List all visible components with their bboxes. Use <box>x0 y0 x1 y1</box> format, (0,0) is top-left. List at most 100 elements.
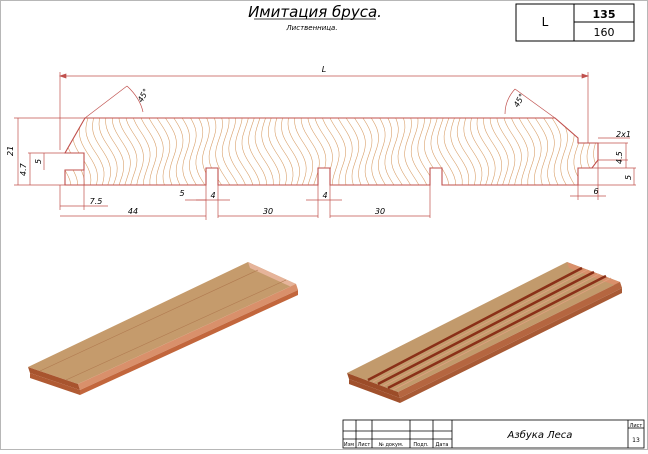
dim-groove-left-depth: 7.5 <box>90 197 103 206</box>
grain-line <box>161 118 177 185</box>
grain-line <box>241 118 261 185</box>
title-col-list: Лист <box>358 442 371 448</box>
grain-line <box>177 118 191 185</box>
grain-line <box>443 118 463 185</box>
grain-line <box>138 118 158 185</box>
grain-line <box>342 118 360 185</box>
dim-length: L <box>322 65 326 74</box>
grain-line <box>287 118 307 185</box>
grain-line <box>593 118 598 185</box>
dim-groove-left-offset: 4.7 <box>19 162 28 176</box>
sheet-number: 13 <box>632 437 640 444</box>
profile-cross-section <box>40 112 625 188</box>
dimension-labels: L 45° 45° 21 4.7 5 7.5 44 5 4 30 4 30 2x… <box>6 65 633 216</box>
drawing-header: Имитация бруса. Лиственница. <box>248 3 382 32</box>
grain-line <box>125 118 144 185</box>
grain-line <box>404 118 421 185</box>
drawing-title: Имитация бруса. <box>248 3 382 21</box>
grain-line <box>600 112 617 188</box>
grain-line <box>131 118 151 185</box>
grain-line <box>547 118 562 185</box>
title-block-labels: Изм Лист № докум. Подп. Дата Азбука Леса… <box>344 423 643 448</box>
grain-line <box>327 118 347 185</box>
dim-tongue-offset: 4.5 <box>615 151 624 164</box>
grain-line <box>208 118 224 185</box>
grain-line <box>375 118 388 185</box>
grain-line <box>300 118 320 185</box>
grain-line <box>153 118 171 185</box>
grain-line <box>358 118 373 185</box>
grain-line <box>456 118 476 185</box>
grain-line <box>261 118 281 185</box>
grain-line <box>194 118 208 185</box>
grain-line <box>489 118 509 185</box>
board-render-plain <box>28 262 298 395</box>
title-col-doc: № докум. <box>379 442 404 448</box>
grain-line <box>437 118 457 185</box>
grain-line <box>390 118 405 185</box>
title-col-izm: Изм <box>344 442 354 448</box>
grain-line <box>221 118 240 185</box>
grain-line <box>169 118 184 185</box>
dim-groove-width-1: 4 <box>210 191 215 200</box>
grain-line <box>334 118 353 185</box>
grain-line <box>523 118 542 185</box>
dim-groove-width-2: 4 <box>322 191 327 200</box>
grain-line <box>118 118 138 185</box>
grain-line <box>98 118 118 185</box>
grain-line <box>248 118 268 185</box>
material-label: Лиственница. <box>285 24 337 32</box>
dim-groove-depth: 5 <box>179 189 184 198</box>
grain-line <box>450 118 470 185</box>
sheet-label: Лист <box>630 423 643 429</box>
dim-tongue-h: 5 <box>624 175 633 180</box>
grain-line <box>85 118 105 185</box>
grain-line <box>254 118 274 185</box>
grain-line <box>228 118 247 185</box>
grain-line <box>274 118 294 185</box>
grain-line <box>366 118 380 185</box>
size-table-param: L <box>542 15 549 29</box>
dim-height-total: 21 <box>6 146 15 156</box>
grain-line <box>201 118 216 185</box>
size-table: L 135 160 <box>515 3 635 42</box>
board-render-grooved <box>347 262 622 403</box>
grain-line <box>564 118 577 185</box>
dim-tongue-chamfer: 2x1 <box>616 130 631 139</box>
grain-line <box>267 118 287 185</box>
grain-line <box>463 118 483 185</box>
grain-line <box>40 112 58 188</box>
grain-line <box>235 118 254 185</box>
dim-first-groove-pos: 44 <box>128 207 138 216</box>
grain-line <box>65 118 72 185</box>
dim-tongue-len: 6 <box>593 187 598 196</box>
dim-groove-gap-2: 30 <box>375 207 385 216</box>
grain-line <box>555 118 569 185</box>
size-table-width-1: 135 <box>593 8 616 21</box>
grain-line <box>509 118 529 185</box>
grain-line <box>105 118 124 185</box>
grain-line <box>145 118 164 185</box>
grain-line <box>470 118 489 185</box>
size-table-width-2: 160 <box>594 26 615 39</box>
grain-line <box>539 118 555 185</box>
wood-grain-pattern <box>40 112 625 188</box>
grain-line <box>579 118 594 185</box>
company-name: Азбука Леса <box>507 429 573 441</box>
grain-line <box>397 118 413 185</box>
dim-groove-gap-1: 30 <box>263 207 273 216</box>
title-col-date: Дата <box>436 442 449 448</box>
grain-line <box>516 118 535 185</box>
grain-line <box>383 118 397 185</box>
dim-chamfer-right: 45° <box>512 92 527 109</box>
grain-line <box>112 118 131 185</box>
grain-line <box>607 112 625 188</box>
grain-line <box>294 118 313 185</box>
dim-chamfer-left: 45° <box>136 87 151 104</box>
grain-line <box>350 118 366 185</box>
grain-line <box>417 118 436 185</box>
grain-line <box>502 118 522 185</box>
title-block <box>342 419 645 449</box>
